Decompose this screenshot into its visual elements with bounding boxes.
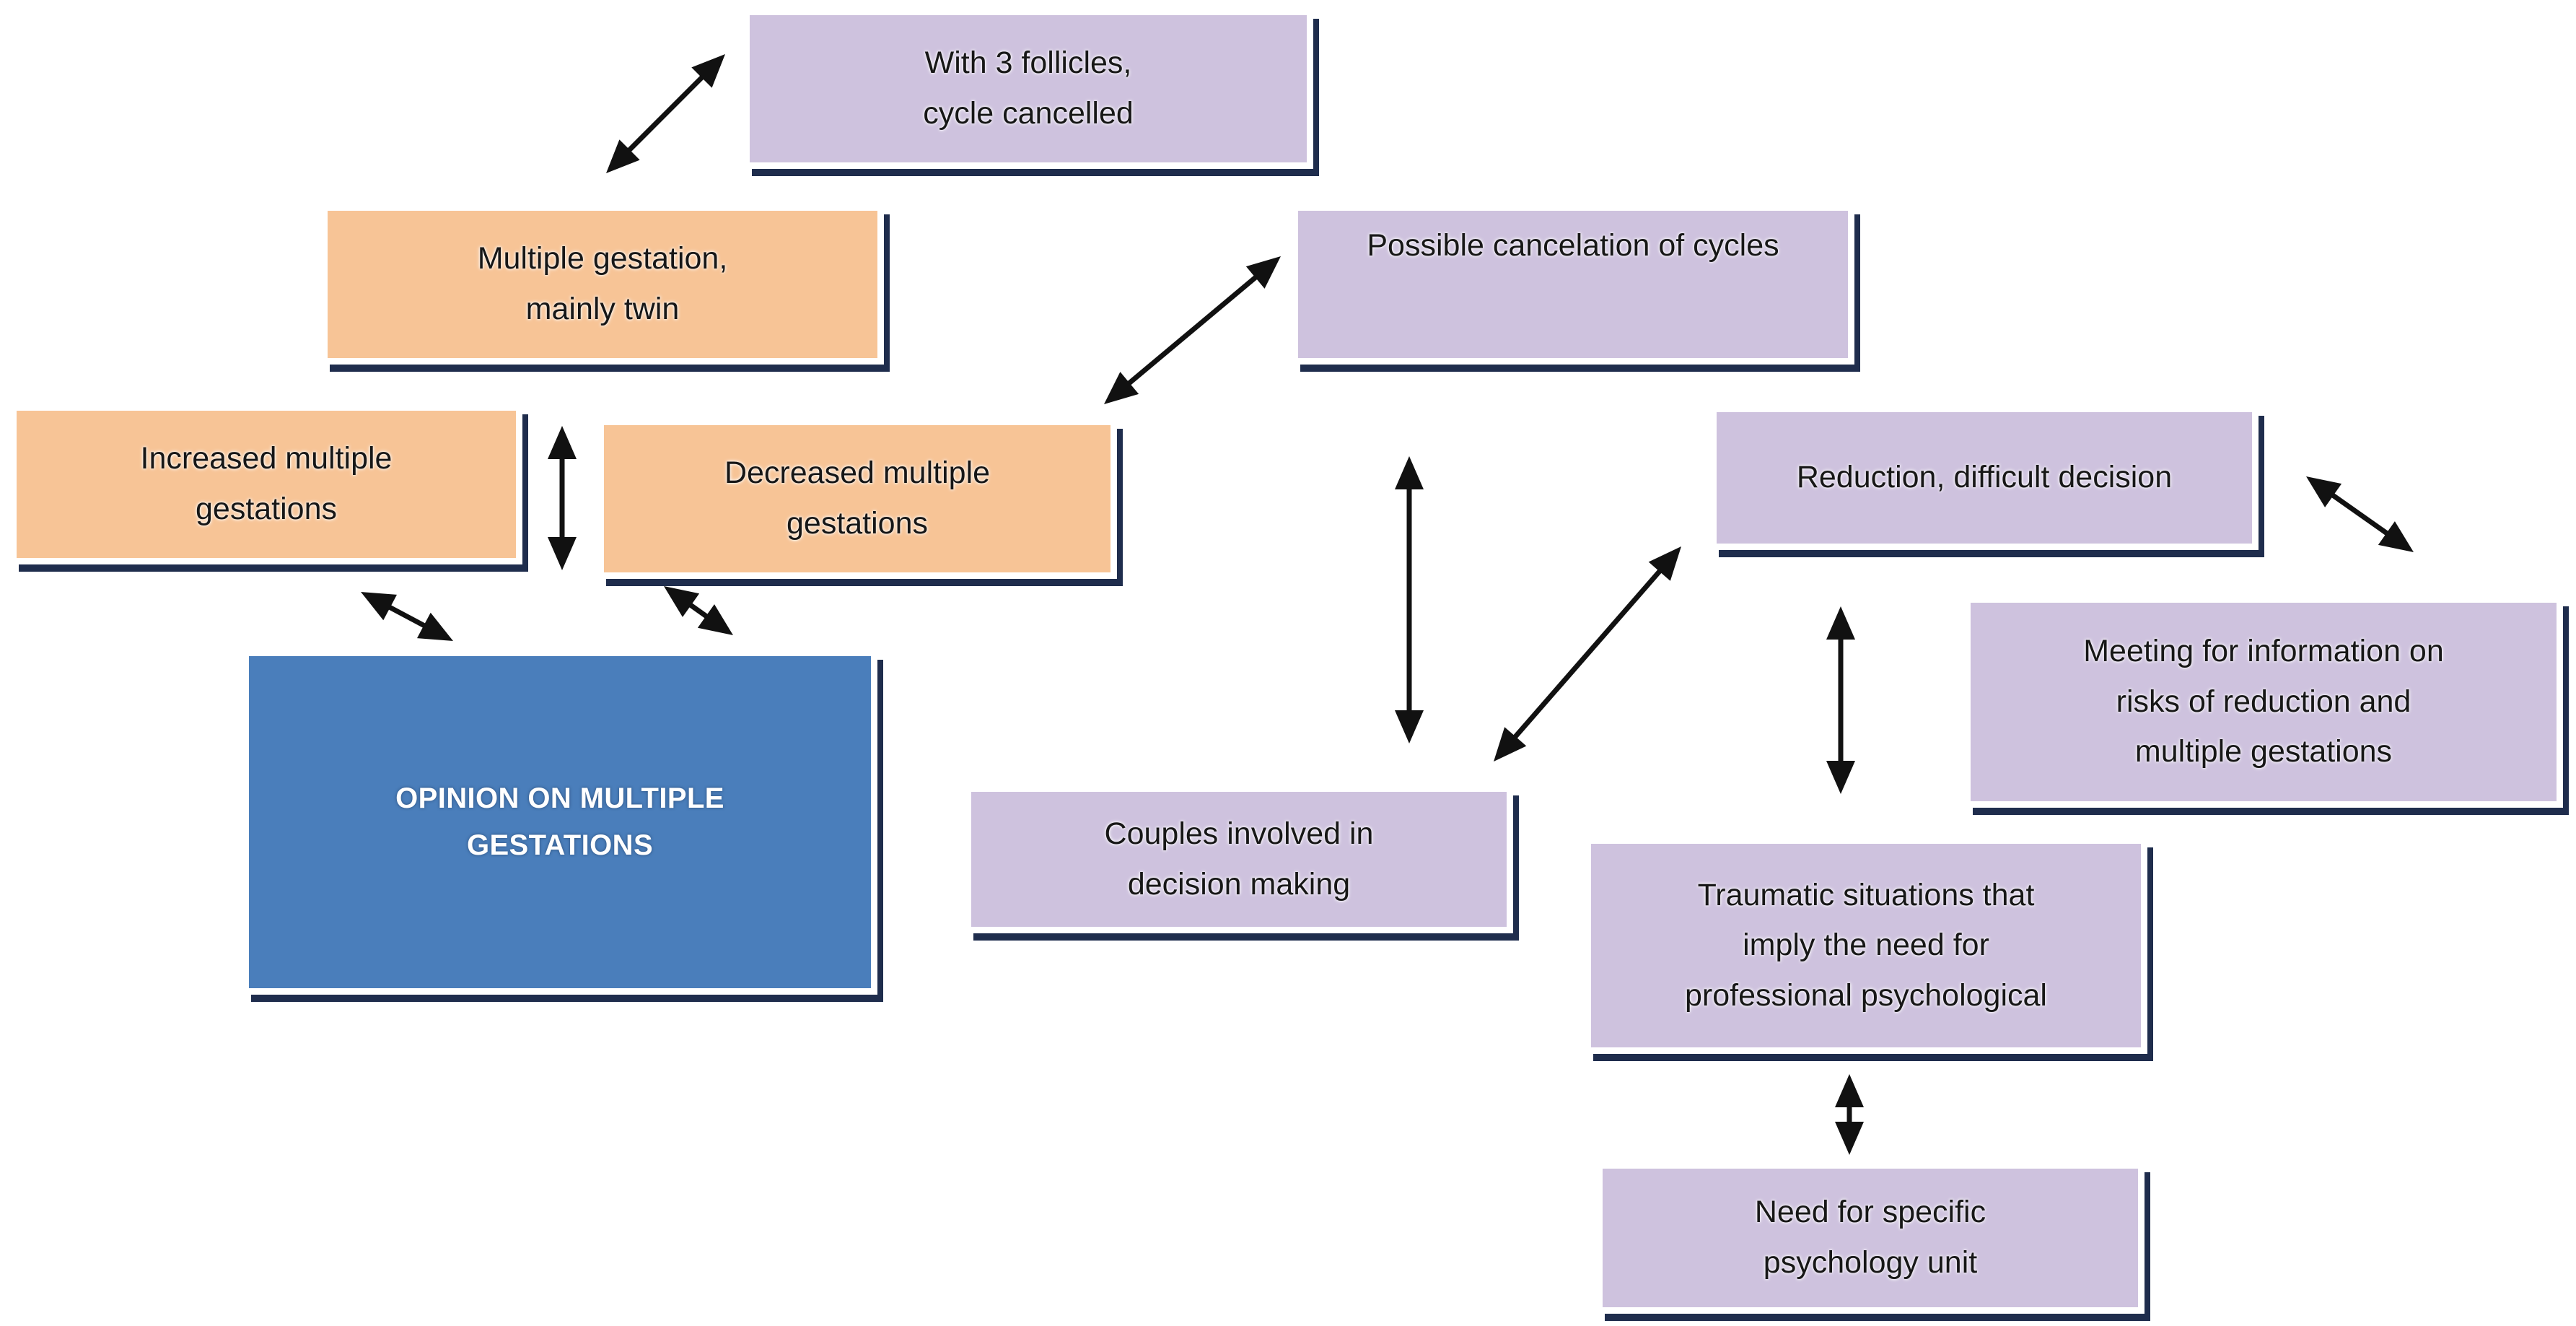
node-increased-multiple-gestations[interactable]: Increased multiple gestations <box>10 404 522 564</box>
arrow-shaft <box>682 598 715 624</box>
node-label-line: Meeting for information on <box>2083 634 2444 669</box>
node-label-line: professional psychological <box>1685 977 2047 1013</box>
arrow-head <box>1826 606 1855 640</box>
node-label-line: OPINION ON MULTIPLE <box>395 782 724 815</box>
arrow-head <box>2306 476 2342 507</box>
node-multiple-gestation-mainly-twin[interactable]: Multiple gestation, mainly twin <box>321 204 884 365</box>
node-label-line: Decreased multiple <box>724 455 991 491</box>
node-label-line: gestations <box>195 492 338 526</box>
arrow-shaft <box>1121 270 1264 391</box>
node-body-multiple-gestation-mainly-twin: Multiple gestation, mainly twin <box>328 211 877 358</box>
node-with-3-follicles[interactable]: With 3 follicles, cycle cancelled <box>743 9 1313 169</box>
connector-traumatic-to-need-psychology <box>1835 1074 1864 1155</box>
arrow-head <box>1835 1122 1864 1155</box>
node-meeting-for-information[interactable]: Meeting for information on risks of reduc… <box>1964 596 2563 808</box>
node-body-decreased-multiple-gestations: Decreased multiple gestations <box>604 425 1110 572</box>
node-label-line: imply the need for <box>1743 928 1989 963</box>
arrow-head <box>1835 1074 1864 1107</box>
node-label-line: Couples involved in <box>1104 816 1374 851</box>
node-traumatic-situations[interactable]: Traumatic situations that imply the need … <box>1585 837 2147 1054</box>
arrow-head <box>1395 456 1424 489</box>
connector-follicles-to-multiple-gestation <box>606 54 725 173</box>
node-need-for-specific-psychology-unit[interactable]: Need for specific psychology unit <box>1596 1162 2145 1314</box>
arrow-head <box>416 612 453 641</box>
node-body-increased-multiple-gestations: Increased multiple gestations <box>17 411 516 558</box>
arrow-head <box>1395 710 1424 743</box>
node-body-with-3-follicles: With 3 follicles, cycle cancelled <box>750 15 1307 162</box>
node-label-line: multiple gestations <box>2134 734 2393 769</box>
arrow-head <box>1648 546 1681 581</box>
node-label-line: Increased multiple <box>140 441 393 476</box>
arrow-head <box>1494 727 1527 762</box>
arrow-head <box>548 426 577 459</box>
connector-couples-to-reduction <box>1494 546 1681 762</box>
node-label-line: GESTATIONS <box>466 829 654 861</box>
arrow-head <box>1245 256 1281 289</box>
connector-reduction-to-meeting <box>2306 476 2414 552</box>
node-label-line: Need for specific <box>1754 1195 1986 1230</box>
node-label-line: Possible cancelation of cycles <box>1367 228 1779 263</box>
node-body-reduction-difficult-decision: Reduction, difficult decision <box>1717 412 2252 544</box>
arrow-shaft <box>2324 488 2396 541</box>
node-opinion-on-multiple-gestations[interactable]: OPINION ON MULTIPLE GESTATIONS <box>242 650 877 995</box>
node-decreased-multiple-gestations[interactable]: Decreased multiple gestations <box>597 419 1117 579</box>
node-label-line: decision making <box>1127 866 1351 902</box>
node-label-line: psychology unit <box>1763 1245 1978 1280</box>
arrow-head <box>2378 521 2414 552</box>
arrow-head <box>361 592 398 621</box>
connector-increased-to-opinion <box>361 592 453 641</box>
node-body-traumatic-situations: Traumatic situations that imply the need … <box>1591 844 2141 1047</box>
connector-increased-to-decreased <box>548 426 577 570</box>
arrow-shaft <box>621 69 710 158</box>
arrow-head <box>664 586 700 617</box>
connector-decreased-to-opinion <box>664 586 733 635</box>
node-label-line: Traumatic situations that <box>1697 877 2035 912</box>
connector-possible-cancelation-to-couples <box>1395 456 1424 743</box>
connector-reduction-to-traumatic <box>1826 606 1855 794</box>
arrow-head <box>1104 372 1139 404</box>
node-label-line: Reduction, difficult decision <box>1796 460 2173 495</box>
node-couples-involved-in-decision-making[interactable]: Couples involved in decision making <box>965 785 1513 933</box>
node-label-line: cycle cancelled <box>923 96 1134 131</box>
node-body-couples-involved-in-decision-making: Couples involved in decision making <box>971 792 1507 927</box>
node-reduction-difficult-decision[interactable]: Reduction, difficult decision <box>1710 406 2259 550</box>
arrow-head <box>691 54 725 88</box>
arrow-head <box>1826 761 1855 794</box>
arrow-head <box>697 604 733 635</box>
arrow-shaft <box>1507 563 1668 745</box>
arrow-head <box>606 139 640 173</box>
node-label-line: risks of reduction and <box>2116 684 2411 719</box>
node-body-possible-cancelation-of-cycles: Possible cancelation of cycles <box>1298 211 1848 358</box>
arrow-head <box>548 537 577 570</box>
connector-possible-cancelation-to-decreased <box>1104 256 1281 404</box>
node-body-opinion-on-multiple-gestations: OPINION ON MULTIPLE GESTATIONS <box>249 656 871 988</box>
node-label-line: Multiple gestation, <box>477 241 728 276</box>
node-body-meeting-for-information: Meeting for information on risks of reduc… <box>1971 603 2557 801</box>
node-label-line: gestations <box>786 506 929 541</box>
arrow-shaft <box>381 601 433 632</box>
node-label-line: With 3 follicles, <box>924 45 1132 81</box>
node-body-need-for-specific-psychology-unit: Need for specific psychology unit <box>1603 1169 2138 1307</box>
node-possible-cancelation-of-cycles[interactable]: Possible cancelation of cycles <box>1292 204 1854 365</box>
node-label-line: mainly twin <box>525 292 680 326</box>
